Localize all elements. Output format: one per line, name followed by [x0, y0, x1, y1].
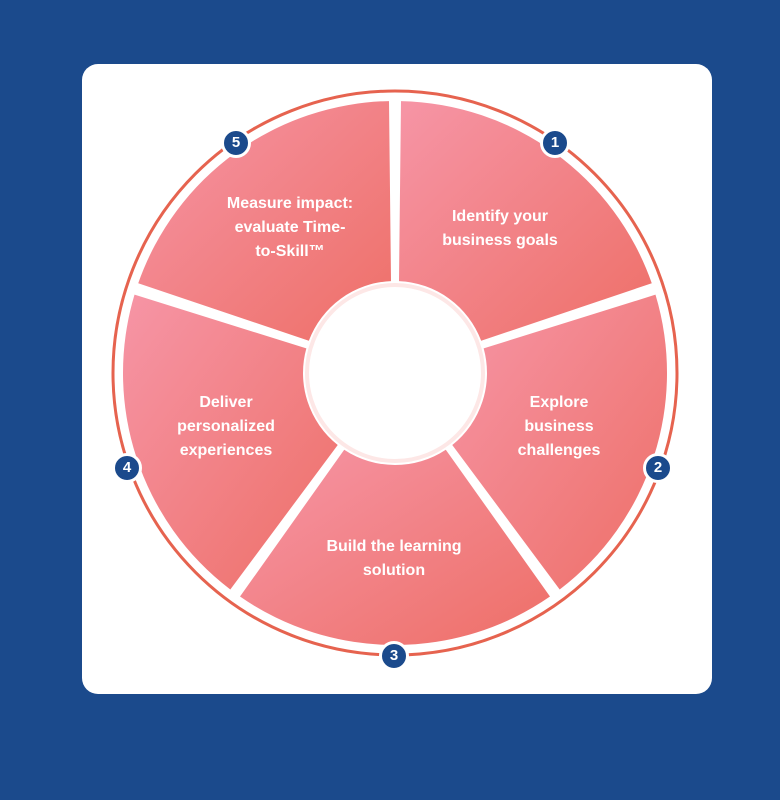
segment-step-5	[138, 101, 392, 341]
step-4-label: Deliver personalized experiences	[177, 394, 275, 459]
segment-step-4	[123, 294, 338, 590]
segment-step-1	[398, 101, 652, 341]
step-2-label: Explore business challenges	[517, 394, 601, 459]
step-5-badge: 5	[221, 128, 251, 158]
step-5-label: Measure impact: evaluate Time- to-Skill™	[226, 195, 354, 260]
step-1-badge: 1	[540, 128, 570, 158]
segment-step-2	[452, 294, 667, 590]
step-3-badge: 3	[379, 641, 409, 671]
step-2-badge: 2	[643, 453, 673, 483]
step-4-badge: 4	[112, 453, 142, 483]
segment-step-3	[240, 449, 550, 645]
segments-group	[123, 101, 667, 645]
step-3-label: Build the learning solution	[326, 538, 462, 579]
step-1-label: Identify your business goals	[442, 208, 558, 249]
center-circle	[305, 283, 485, 463]
